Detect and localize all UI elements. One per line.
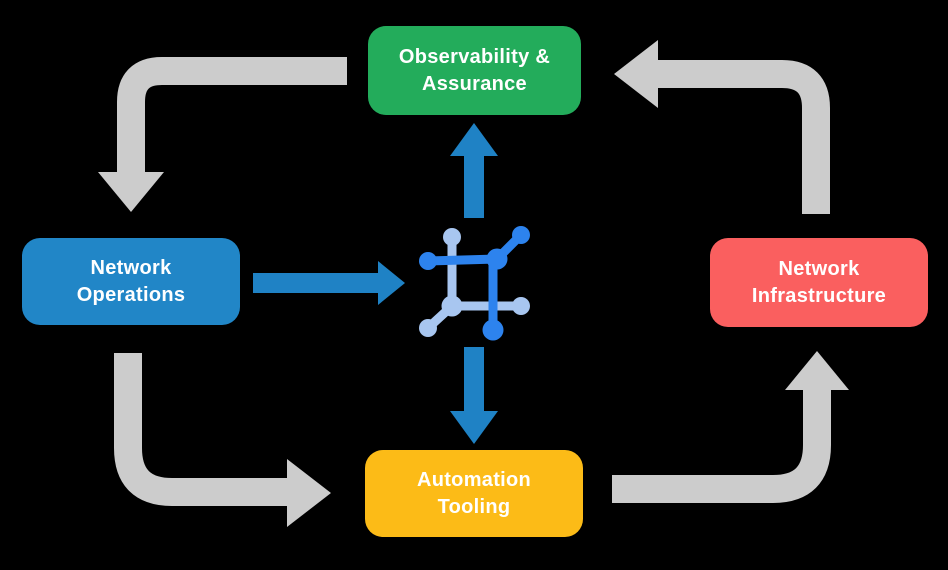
node-network-operations: Network Operations [22, 238, 240, 325]
arrow-automation-to-infrastructure [612, 351, 849, 503]
arrow-hub-to-automation [450, 347, 498, 444]
arrow-operations-to-hub [253, 261, 405, 305]
arrow-operations-to-automation [114, 353, 331, 527]
node-observability-assurance: Observability & Assurance [368, 26, 581, 115]
arrow-infrastructure-to-observability [614, 40, 830, 214]
arrow-observability-to-operations [98, 57, 347, 212]
network-mesh-icon [419, 226, 530, 341]
node-automation-tooling: Automation Tooling [365, 450, 583, 537]
arrow-hub-to-observability [450, 123, 498, 218]
node-network-infrastructure: Network Infrastructure [710, 238, 928, 327]
